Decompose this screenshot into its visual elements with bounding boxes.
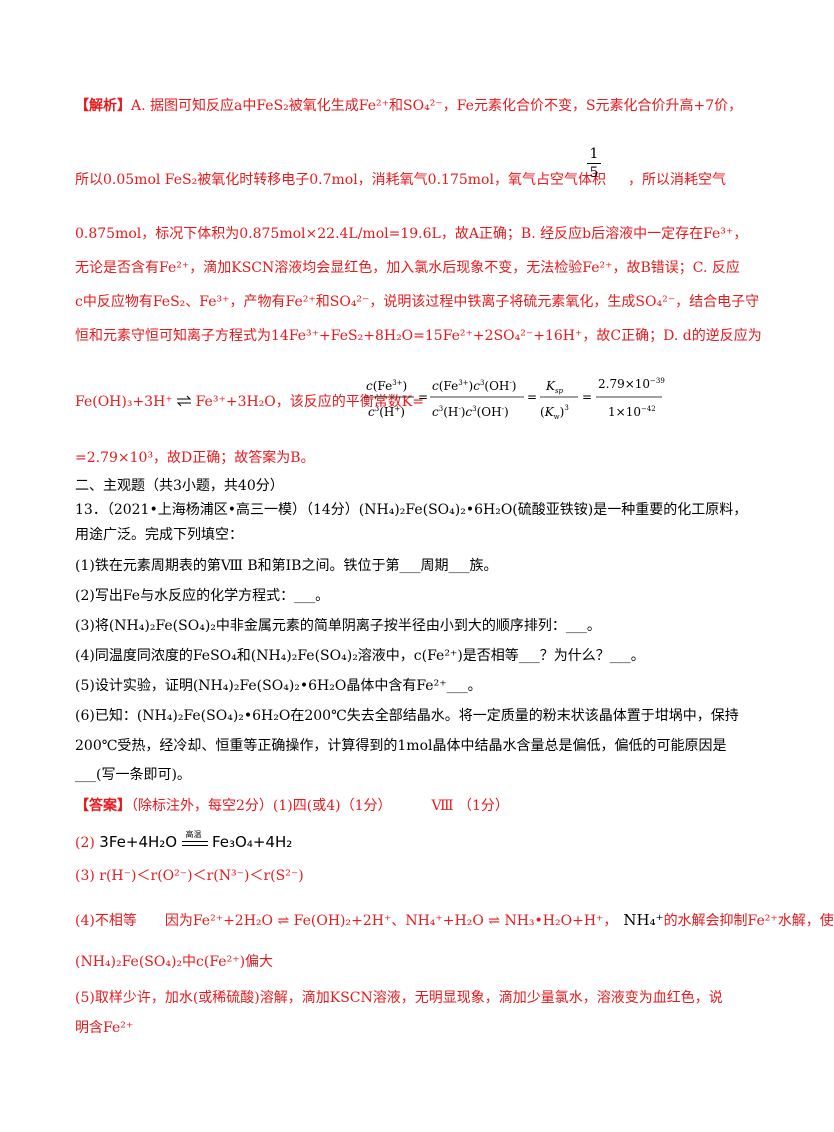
answer-part-4-tail: 的水解会抑制Fe²⁺水解，使 [663, 913, 834, 929]
fraction-numerator: 1 [589, 146, 599, 162]
answer-equation-left: 3Fe+4H₂O [99, 833, 178, 851]
answer-part-1: （除标注外，每空2分）(1)四(或4)（1分） [131, 798, 392, 814]
analysis-text-2-tail: ，所以消耗空气 [627, 172, 726, 188]
question-part-6-line-2: 200℃受热，经冷却、恒重等正确操作，计算得到的1mol晶体中结晶水含量总是偏低… [75, 738, 727, 754]
svg-text:=: = [527, 390, 537, 404]
question-part-6-line-3: ___(写一条即可)。 [75, 767, 191, 783]
svg-text:c(Fe3+): c(Fe3+) [366, 379, 407, 393]
reverse-reaction-left: Fe(OH)₃+3H⁺ [75, 394, 173, 410]
equilibrium-arrow-icon [176, 392, 192, 412]
svg-text:Ksp: Ksp [545, 379, 564, 395]
analysis-line-8: =2.79×10³，故D正确；故答案为B。 [75, 450, 315, 466]
fraction-denominator: 5 [589, 165, 599, 181]
answer-part-2-prefix: (2) [75, 835, 95, 851]
svg-text:=: = [418, 390, 428, 404]
svg-text:c(Fe3+)c3(OH-): c(Fe3+)c3(OH-) [432, 379, 516, 393]
analysis-text-1: A. 据图可知反应a中FeS₂被氧化生成Fe²⁺和SO₄²⁻，Fe元素化合价不变… [131, 98, 743, 114]
analysis-text-2: 所以0.05mol FeS₂被氧化时转移电子0.7mol，消耗氧气0.175mo… [75, 172, 606, 188]
question-13-line-2: 用途广泛。完成下列填空： [75, 527, 243, 543]
answer-part-5-line-1: (5)取样少许，加水(或稀硫酸)溶解，滴加KSCN溶液，无明显现象，滴加少量氯水… [75, 990, 723, 1006]
analysis-line-2: 所以0.05mol FeS₂被氧化时转移电子0.7mol，消耗氧气0.175mo… [75, 170, 726, 190]
svg-text:(Kw)3: (Kw)3 [540, 404, 569, 421]
answer-part-1b: Ⅷ （1分） [431, 798, 509, 814]
analysis-line-7: Fe(OH)₃+3H⁺ Fe³⁺+3H₂O，该反应的平衡常数K= [75, 392, 424, 412]
svg-text:2.79×10−39: 2.79×10−39 [598, 377, 665, 391]
answer-part-3: (3) r(H⁻)＜r(O²⁻)＜r(N³⁻)＜r(S²⁻) [75, 868, 304, 884]
answer-label: 【答案】 [75, 798, 131, 814]
answer-part-4b: (NH₄)₂Fe(SO₄)₂中c(Fe²⁺)偏大 [75, 954, 274, 970]
document-page: 【解析】A. 据图可知反应a中FeS₂被氧化生成Fe²⁺和SO₄²⁻，Fe元素化… [75, 96, 834, 1036]
equilibrium-constant-formula: c(Fe3+) c3(H+) = c(Fe3+)c3(OH-) c3(H-)c3… [364, 377, 665, 421]
svg-text:c3(H-)c3(OH-): c3(H-)c3(OH-) [432, 405, 509, 419]
condition-high-temp: 高温 [185, 830, 202, 839]
answer-part-5-line-2: 明含Fe²⁺ [75, 1020, 134, 1036]
question-part-1: (1)铁在元素周期表的第Ⅷ B和第ⅠB之间。铁位于第___周期___族。 [75, 558, 498, 574]
question-part-3: (3)将(NH₄)₂Fe(SO₄)₂中非金属元素的简单阴离子按半径由小到大的顺序… [75, 618, 601, 634]
answer-part-4-left: (4)不相等 [75, 913, 137, 929]
answer-equation-right: Fe₃O₄+4H₂ [212, 833, 293, 851]
question-part-5: (5)设计实验，证明(NH₄)₂Fe(SO₄)₂•6H₂O晶体中含有Fe²⁺__… [75, 678, 482, 694]
question-part-4: (4)同温度同浓度的FeSO₄和(NH₄)₂Fe(SO₄)₂溶液中，c(Fe²⁺… [75, 648, 645, 664]
analysis-label: 【解析】 [75, 98, 131, 114]
analysis-line-3: 0.875mol，标况下体积为0.875mol×22.4L/mol=19.6L，… [75, 226, 748, 242]
answer-line-4: (4)不相等 因为Fe²⁺+2H₂O ⇌ Fe(OH)₂+2H⁺、NH₄⁺+H₂O… [75, 910, 834, 931]
analysis-line-4: 无论是否含有Fe²⁺，滴加KSCN溶液均会显红色，加入氯水后现象不变，无法检验F… [75, 260, 740, 276]
reaction-condition: 高温 [181, 830, 208, 850]
answer-line-2: (2) 3Fe+4H₂O 高温 Fe₃O₄+4H₂ [75, 830, 293, 853]
svg-text:c3(H+): c3(H+) [368, 405, 405, 419]
answer-line-1: 【答案】（除标注外，每空2分）(1)四(或4)（1分） Ⅷ （1分） [75, 796, 509, 816]
question-part-2: (2)写出Fe与水反应的化学方程式：___。 [75, 588, 330, 604]
analysis-line-1: 【解析】A. 据图可知反应a中FeS₂被氧化生成Fe²⁺和SO₄²⁻，Fe元素化… [75, 96, 742, 116]
question-13-line-1: 13．（2021•上海杨浦区•高三一模）（14分）(NH₄)₂Fe(SO₄)₂•… [75, 502, 748, 518]
ammonium-ion: NH₄⁺ [623, 911, 664, 929]
reverse-reaction-right: Fe³⁺+3H₂O，该反应的平衡常数K= [195, 394, 424, 410]
analysis-line-6: 恒和元素守恒可知离子方程式为14Fe³⁺+FeS₂+8H₂O=15Fe²⁺+2S… [75, 328, 762, 344]
answer-part-4-mid: 因为Fe²⁺+2H₂O ⇌ Fe(OH)₂+2H⁺、NH₄⁺+H₂O ⇌ NH₃… [164, 913, 618, 929]
section-title: 二、主观题（共3小题，共40分） [75, 478, 284, 494]
fraction-one-fifth: 1 5 [587, 146, 601, 181]
svg-text:1×10−42: 1×10−42 [608, 405, 656, 419]
question-part-6-line-1: (6)已知：(NH₄)₂Fe(SO₄)₂•6H₂O在200℃失去全部结晶水。将一… [75, 708, 739, 724]
analysis-line-5: c中反应物有FeS₂、Fe³⁺，产物有Fe²⁺和SO₄²⁻，说明该过程中铁离子将… [75, 294, 760, 310]
svg-text:=: = [582, 390, 592, 404]
